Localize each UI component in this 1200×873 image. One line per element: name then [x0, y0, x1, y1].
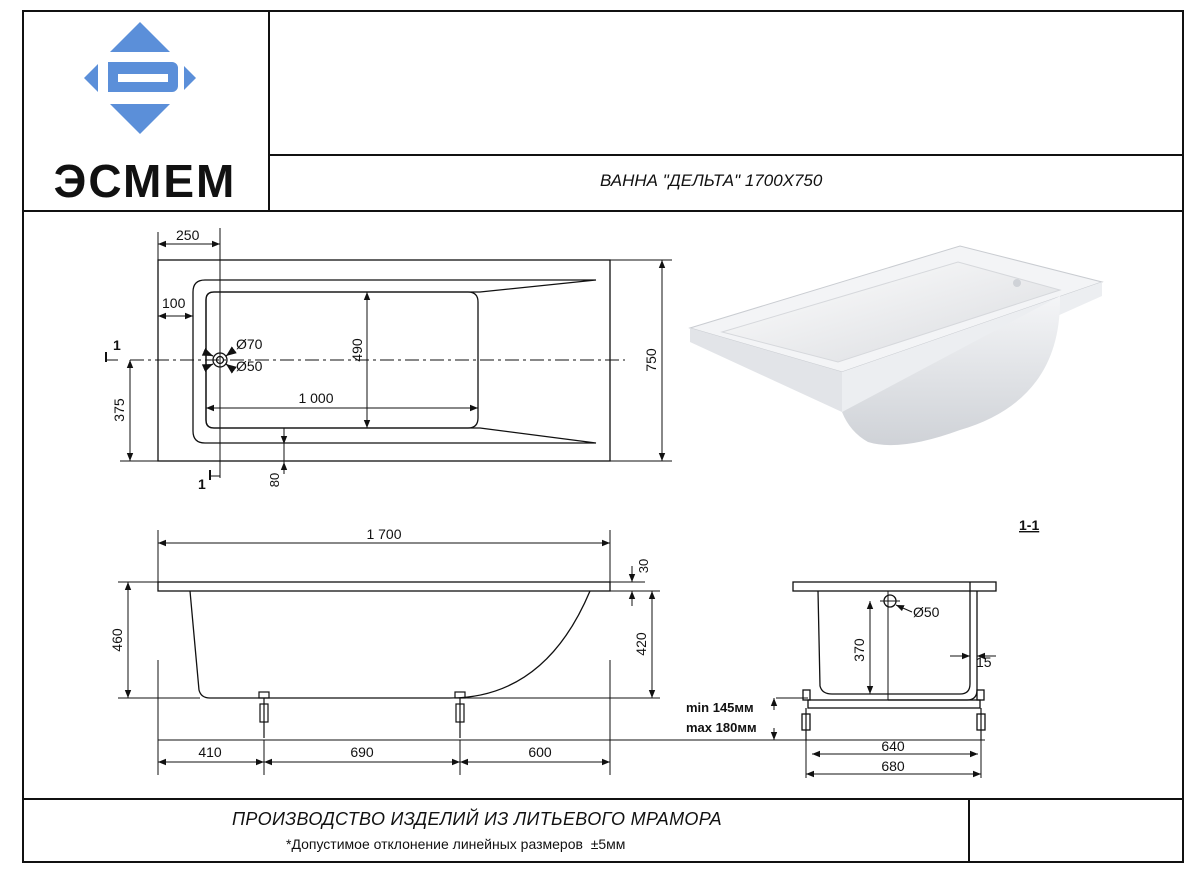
section-drain-50-label: Ø50 [913, 604, 940, 620]
dim-490: 490 [349, 338, 365, 362]
footer-main-text: ПРОИЗВОДСТВО ИЗДЕЛИЙ ИЗ ЛИТЬЕВОГО МРАМОР… [232, 809, 722, 829]
plan-view-labels: 250 100 490 1 000 750 375 80 Ø70 Ø50 1 1 [111, 227, 659, 492]
logo-wordmark: ЭСМЕМ [54, 155, 237, 207]
company-logo: ЭСМЕМ [54, 22, 237, 207]
dim-460: 460 [109, 628, 125, 652]
logo-cell-divider [268, 10, 270, 212]
product-title: ВАННА "ДЕЛЬТА" 1700X750 [600, 171, 823, 190]
side-view [118, 530, 985, 775]
drain-70-label: Ø70 [236, 336, 263, 352]
dim-30: 30 [636, 559, 651, 573]
bathtub-render-image [688, 245, 1104, 446]
dim-370: 370 [851, 638, 867, 662]
side-view-labels: 1 700 460 30 420 410 690 600 [109, 526, 651, 760]
dim-1000: 1 000 [298, 390, 333, 406]
dim-100: 100 [162, 295, 186, 311]
leg-height-note: min 145мм max 180мм [686, 697, 808, 740]
section-view [792, 581, 997, 778]
section-mark-top: 1 [113, 337, 121, 353]
dim-750: 750 [643, 348, 659, 372]
dim-375: 375 [111, 398, 127, 422]
footer-tolerance-note: *Допустимое отклонение линейных размеров… [286, 836, 626, 852]
drain-50-label: Ø50 [236, 358, 263, 374]
section-view-labels: 1-1 Ø50 370 15 640 680 [851, 517, 1039, 774]
dim-15: 15 [976, 654, 992, 670]
plan-view [105, 228, 672, 480]
section-mark-bottom: 1 [198, 476, 206, 492]
footer-divider [22, 798, 1184, 800]
dim-420: 420 [633, 632, 649, 656]
leg-min-label: min 145мм [686, 700, 754, 715]
dim-600: 600 [528, 744, 552, 760]
footer-cell-divider [968, 798, 970, 863]
header-divider [22, 210, 1184, 212]
dim-80: 80 [267, 473, 282, 487]
dim-410: 410 [198, 744, 222, 760]
leg-max-label: max 180мм [686, 720, 757, 735]
dim-680: 680 [881, 758, 905, 774]
dim-640: 640 [881, 738, 905, 754]
dim-1700: 1 700 [366, 526, 401, 542]
section-title: 1-1 [1019, 517, 1039, 533]
title-row-divider [268, 154, 1184, 156]
drawing-frame [22, 10, 1184, 863]
dim-690: 690 [350, 744, 374, 760]
dim-250: 250 [176, 227, 200, 243]
